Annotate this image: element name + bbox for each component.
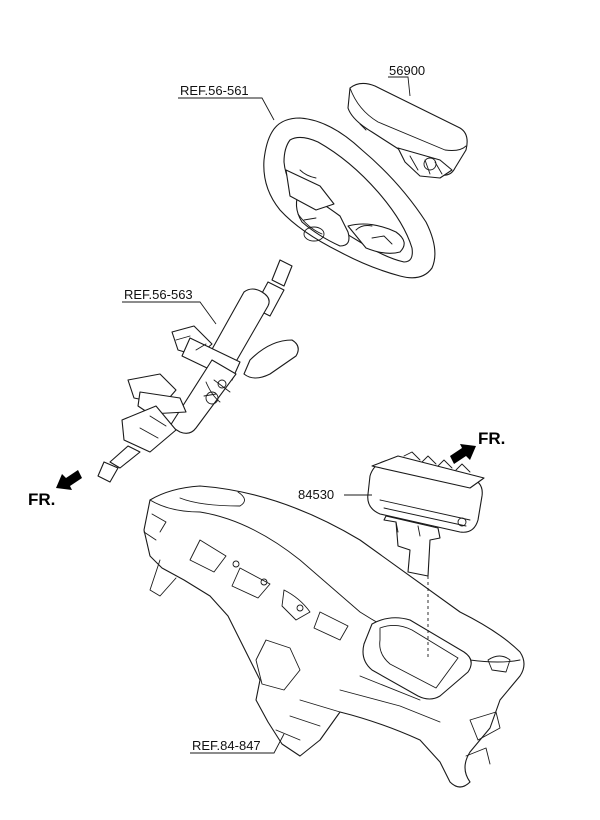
front-direction-lower: FR. xyxy=(28,470,82,509)
front-arrow-icon xyxy=(56,470,82,490)
passenger-airbag-module xyxy=(367,451,485,577)
steering-column xyxy=(97,259,299,483)
label-ref-84-847: REF.84-847 xyxy=(192,738,261,753)
front-label-upper: FR. xyxy=(478,429,505,448)
crash-pad xyxy=(143,485,525,788)
label-56900: 56900 xyxy=(389,63,425,78)
steering-wheel xyxy=(263,117,436,279)
label-ref-56-561: REF.56-561 xyxy=(180,83,249,98)
leader-ref-56-563 xyxy=(122,301,217,325)
front-arrow-icon xyxy=(450,444,476,464)
leader-56900 xyxy=(388,76,411,97)
leader-ref-56-561 xyxy=(178,97,275,121)
leader-ref-84-847 xyxy=(190,733,285,754)
front-label-lower: FR. xyxy=(28,490,55,509)
driver-airbag-module xyxy=(347,82,468,179)
label-84530: 84530 xyxy=(298,487,334,502)
label-ref-56-563: REF.56-563 xyxy=(124,287,193,302)
front-direction-upper: FR. xyxy=(450,429,505,464)
